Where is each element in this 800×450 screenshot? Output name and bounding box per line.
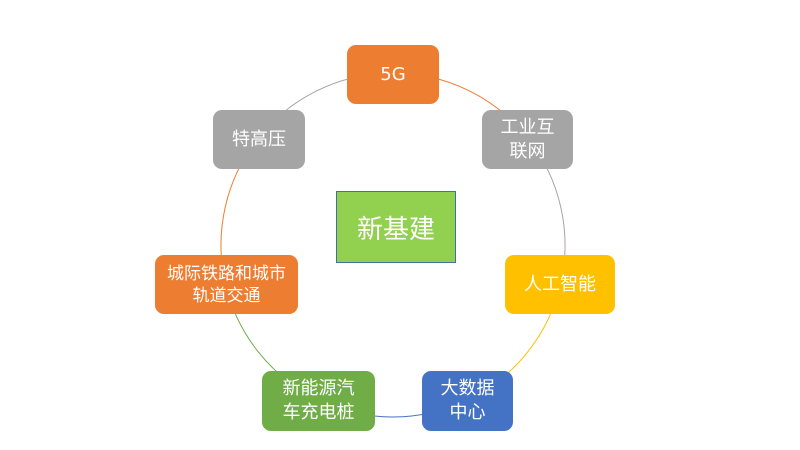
node-intercity-rail: 城际铁路和城市轨道交通 bbox=[155, 255, 298, 314]
node-label-line1: 大数据 bbox=[440, 378, 495, 399]
node-label-line1: 城际铁路和城市 bbox=[167, 263, 286, 284]
center-label: 新基建 bbox=[356, 214, 435, 245]
node-label: 5G bbox=[380, 63, 406, 85]
node-label: 特高压 bbox=[232, 128, 286, 150]
node-big-data-center: 大数据中心 bbox=[422, 371, 513, 431]
node-label-line2: 车充电桩 bbox=[282, 402, 355, 423]
node-label-line1: 工业互 bbox=[500, 116, 555, 138]
node-label-line2: 轨道交通 bbox=[192, 285, 261, 306]
center-node-new-infrastructure: 新基建 bbox=[336, 191, 456, 263]
node-ev-charging: 新能源汽车充电桩 bbox=[262, 371, 375, 431]
node-industrial-internet: 工业互联网 bbox=[482, 110, 573, 169]
node-label-line1: 新能源汽 bbox=[282, 378, 355, 399]
node-artificial-intelligence: 人工智能 bbox=[505, 255, 615, 314]
node-label-line2: 中心 bbox=[449, 402, 486, 423]
node-5g: 5G bbox=[347, 45, 439, 104]
node-uhv: 特高压 bbox=[213, 110, 305, 169]
node-label: 人工智能 bbox=[524, 273, 596, 295]
node-label-line2: 联网 bbox=[509, 140, 546, 162]
